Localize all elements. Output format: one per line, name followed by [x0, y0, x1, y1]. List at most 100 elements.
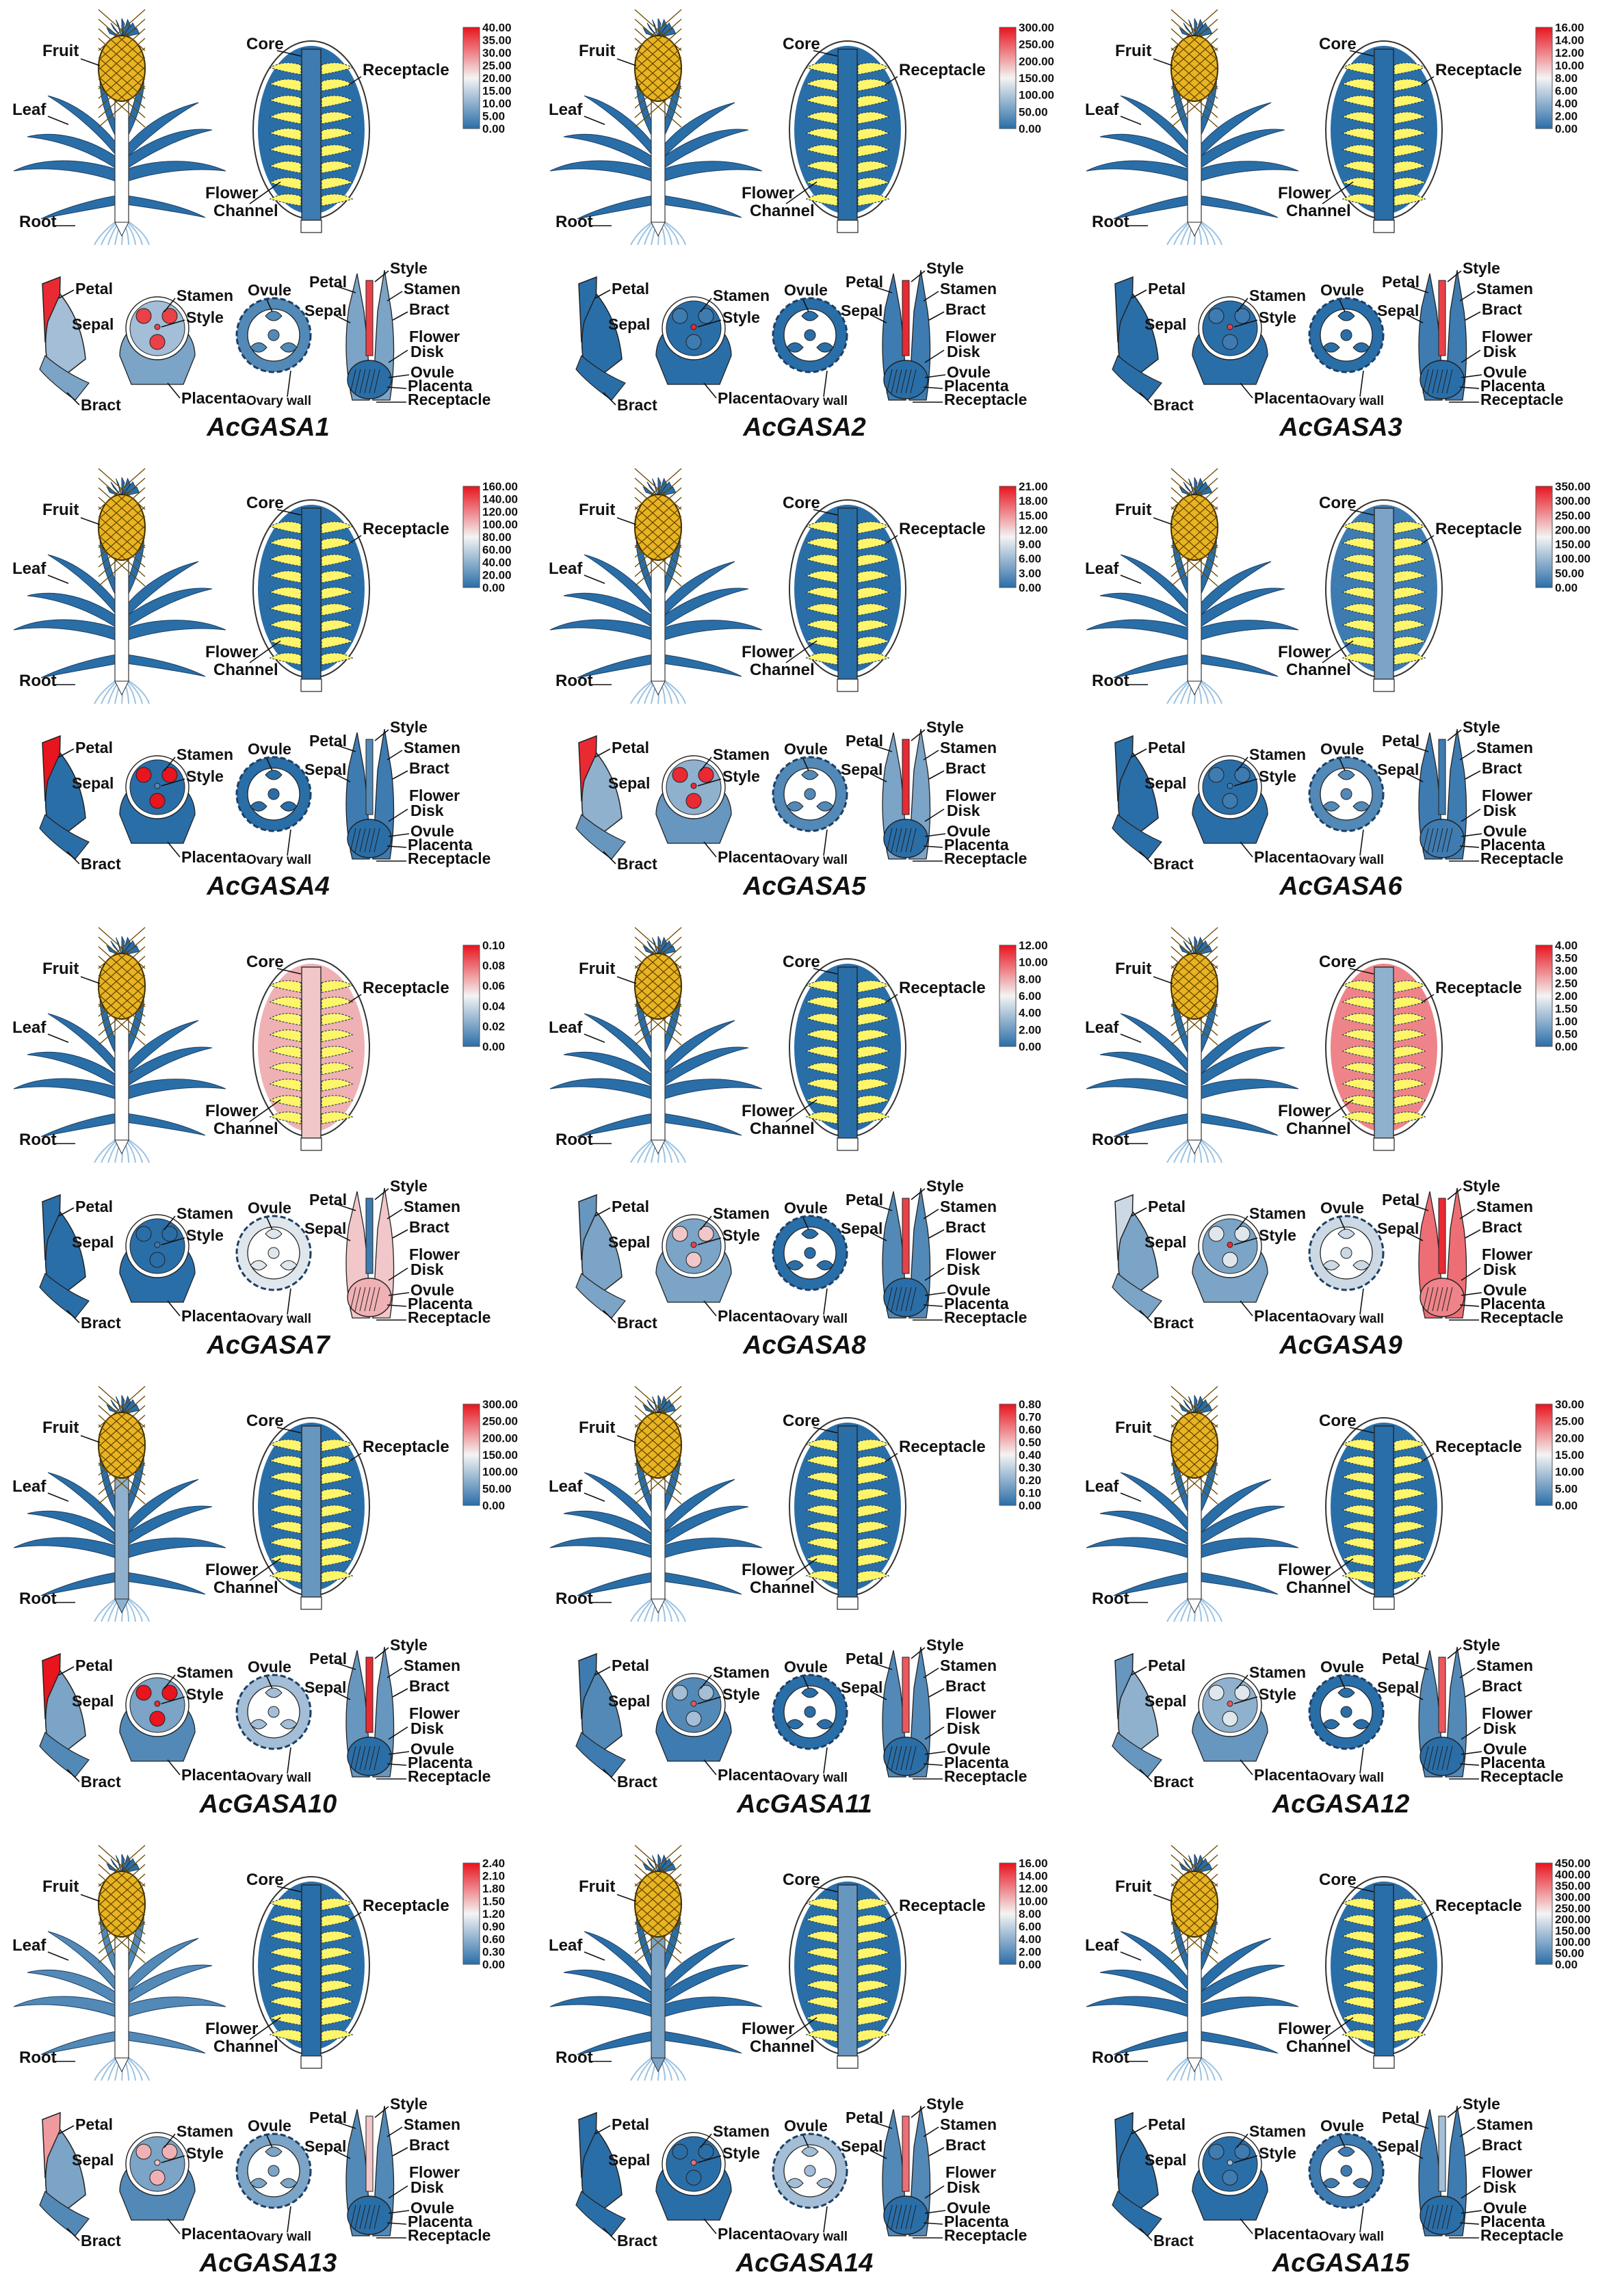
leaf-shape: [1113, 2030, 1195, 2055]
stamen-blob: [149, 1711, 166, 1727]
label-flower-disk: Disk: [1483, 1261, 1517, 1278]
label-petal: Petal: [1148, 1198, 1186, 1215]
fruit-chamber: [1394, 980, 1426, 993]
leaf-shape: [1194, 620, 1299, 643]
label-ovule-2: Ovule: [1483, 363, 1527, 381]
leader-line: [823, 2206, 828, 2233]
leaf-shape: [1194, 129, 1285, 173]
leader-line: [594, 1207, 611, 1217]
fruit-chamber: [1394, 95, 1426, 108]
fruit-chamber: [1394, 1079, 1426, 1092]
fruit-chamber: [269, 997, 302, 1010]
colorbar-tick-label: 2.00: [1555, 110, 1578, 123]
leader-line: [923, 2222, 943, 2225]
panel-svg: FruitLeafRootCoreReceptacleFlowerChannel…: [1085, 468, 1591, 873]
colorbar-tick-label: 14.00: [1555, 34, 1584, 47]
label-placenta: Placenta: [181, 848, 246, 866]
leader-line: [813, 1886, 838, 1892]
label-style-2: Style: [926, 718, 964, 736]
label-sepal: Sepal: [608, 315, 650, 333]
fruit-chamber: [1394, 1914, 1426, 1927]
label-ovule-2: Ovule: [410, 1281, 454, 1299]
label-flower-channel: Channel: [1286, 2037, 1351, 2056]
peduncle: [837, 1137, 859, 1151]
label-leaf: Leaf: [549, 1018, 583, 1037]
label-sepal-2: Sepal: [1377, 1678, 1419, 1696]
label-sepal: Sepal: [1144, 1233, 1186, 1251]
label-sepal-2: Sepal: [841, 1678, 882, 1696]
stamen-blob: [135, 1226, 152, 1242]
fruit-chamber: [321, 1996, 354, 2009]
gene-title: AcGASA10: [199, 1790, 337, 1819]
fruit-chamber: [805, 1947, 838, 1960]
gene-title: AcGASA1: [207, 413, 330, 442]
leaf-shape: [27, 1510, 122, 1550]
ovary-long: [1420, 360, 1465, 399]
locule: [1322, 342, 1340, 353]
leader-line: [388, 374, 410, 378]
label-style-2: Style: [390, 2095, 428, 2113]
style-dot: [1227, 2159, 1233, 2166]
peduncle: [1373, 1596, 1395, 1610]
leader-line: [388, 1292, 410, 1296]
leader-line: [1421, 1912, 1435, 1921]
stalk-tip: [1187, 2057, 1202, 2073]
core-fill: [1374, 1425, 1394, 1598]
colorbar-tick-label: 250.00: [482, 1415, 518, 1428]
label-bract-2: Bract: [1482, 1677, 1522, 1695]
label-fruit: Fruit: [1115, 1418, 1151, 1437]
ovary-hatch: [900, 2204, 907, 2230]
core-fill: [837, 507, 858, 680]
colorbar-tick-label: 140.00: [482, 493, 518, 506]
fruit-hatch: [98, 525, 146, 568]
label-stamen: Stamen: [176, 1663, 233, 1681]
leader-line: [700, 298, 712, 313]
leader-line: [1459, 291, 1476, 302]
label-stamen: Stamen: [1249, 2122, 1306, 2140]
floral-diagram: PetalSepalBractStamenStylePlacentaOvuleO…: [1112, 1177, 1563, 1332]
label-sepal-2: Sepal: [304, 302, 346, 319]
leader-line: [1139, 2228, 1153, 2241]
label-placenta: Placenta: [1254, 389, 1319, 407]
fruit-hatch: [634, 1873, 682, 1916]
colorbar-tick-label: 8.00: [1019, 973, 1041, 986]
leader-line: [1421, 994, 1435, 1003]
style-dot: [154, 1241, 161, 1248]
leader-line: [1461, 2210, 1482, 2214]
colorbar-ramp: [999, 27, 1017, 129]
stalk: [1187, 1013, 1202, 1141]
fruit-hatch: [634, 516, 682, 558]
colorbar-ramp: [1535, 27, 1553, 129]
label-ovule-2: Ovule: [1483, 822, 1527, 840]
fruit-chamber: [857, 1455, 890, 1468]
leaf-shape: [657, 1046, 749, 1091]
ovary-hatch: [1441, 828, 1448, 853]
fruit-chamber: [321, 1472, 354, 1485]
leader-line: [603, 851, 616, 865]
colorbar-tick-label: 0.06: [482, 979, 505, 992]
fruit-hatch: [1170, 497, 1218, 539]
ovary-hatch: [1427, 1745, 1434, 1771]
fruit-hatch: [1170, 1845, 1218, 1887]
panel-svg: FruitLeafRootCoreReceptacleFlowerChannel…: [1085, 1386, 1584, 1791]
leaf-shape: [40, 194, 122, 220]
label-ovary-wall: Ovary wall: [246, 1771, 311, 1785]
label-bract-2: Bract: [1482, 1218, 1522, 1236]
crown-leaf: [1183, 481, 1195, 497]
stamen-blob: [685, 1252, 702, 1268]
leader-line: [1153, 976, 1173, 984]
leader-line: [813, 1427, 838, 1434]
sepal-shape: [44, 1211, 86, 1302]
colorbar: 160.00140.00120.00100.0080.0060.0040.002…: [462, 480, 518, 594]
fruit-chamber: [269, 1570, 302, 1583]
fruit-chamber: [321, 2029, 354, 2042]
ovary-hatch: [364, 828, 371, 853]
leader-line: [161, 2155, 185, 2163]
fruit-chamber: [321, 128, 354, 141]
leader-line: [869, 2150, 887, 2159]
leader-line: [823, 370, 828, 397]
leader-line: [785, 181, 817, 204]
label-flower-disk: Flower: [1482, 787, 1532, 804]
